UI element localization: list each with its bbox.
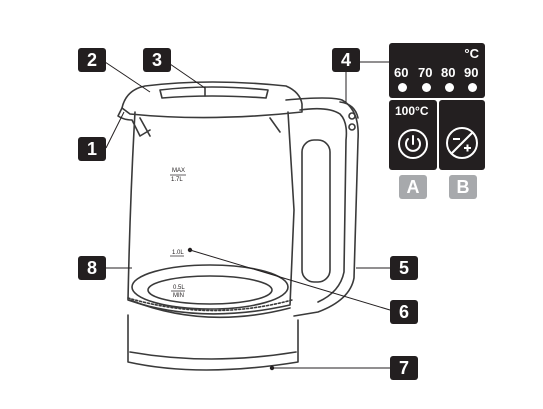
callout-6: 6 (390, 300, 418, 324)
callout-4: 4 (332, 48, 360, 72)
mark-1-0l: 1.0L (172, 250, 184, 256)
spout (117, 107, 151, 137)
callout-5: 5 (390, 256, 418, 280)
power-icon (398, 129, 428, 159)
callout-8: 8 (78, 256, 106, 280)
indicator-60 (398, 83, 407, 92)
indicator-80 (445, 83, 454, 92)
unit-label: °C (464, 46, 479, 61)
indicator-70 (422, 83, 431, 92)
handle-grip-window (301, 139, 331, 283)
callout-1: 1 (78, 137, 106, 161)
temp-70: 70 (418, 65, 433, 80)
boil-label: 100°C (395, 104, 429, 118)
kettle-lid (121, 81, 303, 119)
glass-body (127, 111, 295, 315)
kettle-base (127, 314, 299, 371)
mark-1-7l: 1.7L (171, 177, 183, 183)
mark-0-5l: 0.5L (173, 285, 185, 291)
temp-90: 90 (464, 65, 479, 80)
water-surface (131, 264, 289, 310)
minus-plus-icon (446, 127, 478, 159)
indicator-90 (468, 83, 477, 92)
callout-7: 7 (390, 356, 418, 380)
callout-3: 3 (143, 48, 171, 72)
button-a-tag: A (399, 175, 427, 199)
temperature-panel: °C 60 70 80 90 (389, 43, 485, 98)
mark-max: MAX (172, 168, 185, 174)
callout-2: 2 (78, 48, 106, 72)
button-b-tag: B (449, 175, 477, 199)
handle (285, 97, 359, 317)
temp-60: 60 (394, 65, 409, 80)
boil-button-panel[interactable]: 100°C (389, 100, 437, 170)
mark-min: MIN (173, 293, 184, 299)
temp-adjust-panel[interactable] (439, 100, 485, 170)
temp-80: 80 (441, 65, 456, 80)
